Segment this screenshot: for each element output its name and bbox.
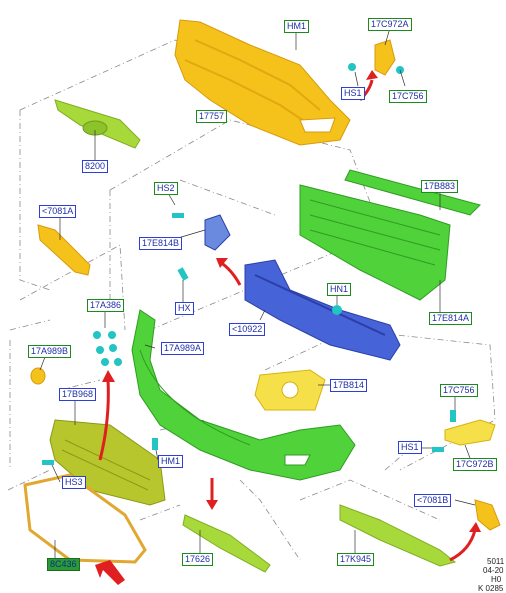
callout-hs1-top[interactable]: HS1 [341, 87, 365, 100]
callout-17e814b[interactable]: 17E814B [139, 237, 183, 250]
green-energy-absorber [299, 169, 481, 301]
callout-17757[interactable]: 17757 [196, 110, 228, 123]
callout-17c756-top[interactable]: 17C756 [389, 90, 427, 103]
yellow-bracket-right [432, 410, 496, 452]
callout-hs3[interactable]: HS3 [62, 476, 86, 489]
red-arrow-beam [219, 260, 242, 286]
callout-17c756-right[interactable]: 17C756 [440, 384, 478, 397]
fastener-hx [177, 267, 189, 281]
red-arrow-gasket [95, 560, 125, 585]
callout-hs1-right[interactable]: HS1 [398, 441, 422, 454]
callout-hm1-top[interactable]: HM1 [284, 20, 310, 33]
fastener-hn1 [332, 305, 342, 315]
callout-10922[interactable]: <10922 [229, 323, 266, 336]
lower-bumper-cover [131, 309, 356, 481]
callout-17b814[interactable]: 17B814 [330, 379, 368, 392]
lower-grille [49, 419, 166, 506]
leader-lines [39, 27, 476, 558]
callout-17626[interactable]: 17626 [182, 553, 214, 566]
yellow-bracket-center [254, 369, 326, 411]
callout-hx[interactable]: HX [175, 302, 194, 315]
footer-line-3: H0 [491, 575, 502, 584]
callout-8200[interactable]: 8200 [82, 160, 109, 173]
red-arrow-grille [98, 379, 110, 461]
callout-8c436[interactable]: 8C436 [47, 558, 80, 571]
lower-strip-green [339, 504, 457, 567]
lower-strip-lime [182, 514, 271, 573]
callout-17b883[interactable]: 17B883 [421, 180, 459, 193]
red-arrow-right-head [469, 522, 481, 532]
yellow-bracket-left [37, 224, 91, 276]
fastener-hs3 [42, 460, 54, 465]
callout-17a989a[interactable]: 17A989A [161, 342, 205, 355]
footer-line-2: 04-20 [483, 566, 504, 575]
callout-hn1[interactable]: HN1 [327, 283, 352, 296]
callout-17b968[interactable]: 17B968 [59, 388, 97, 401]
blue-reinforcement-beam [244, 259, 401, 361]
red-arrow-down-head [206, 500, 218, 510]
callout-hs2[interactable]: HS2 [154, 182, 178, 195]
fastener-group [93, 331, 122, 366]
callout-17a386[interactable]: 17A386 [87, 299, 125, 312]
red-arrow-right [449, 529, 477, 562]
yellow-clip [30, 367, 46, 385]
callout-7081a[interactable]: <7081A [39, 205, 77, 218]
yellow-bracket-top [348, 39, 404, 76]
upper-bumper-cover [174, 19, 351, 146]
yellow-bracket-lower-right [474, 499, 501, 531]
lime-grille-strip [54, 99, 141, 149]
callout-17c972b[interactable]: 17C972B [453, 458, 497, 471]
red-arrow-grille-head [102, 370, 115, 382]
blue-bracket [172, 213, 231, 251]
footer-line-1: 5011 [487, 557, 505, 566]
callout-7081b[interactable]: <7081B [414, 494, 452, 507]
red-arrow-beam-head [216, 258, 228, 268]
callout-hm1-mid[interactable]: HM1 [158, 455, 184, 468]
callout-17c972a[interactable]: 17C972A [368, 18, 412, 31]
footer-line-4: K 0285 [478, 584, 504, 593]
callout-17e814a[interactable]: 17E814A [429, 312, 473, 325]
fastener-hm1-mid [152, 438, 158, 450]
callout-17a989b[interactable]: 17A989B [28, 345, 72, 358]
callout-17k945[interactable]: 17K945 [337, 553, 375, 566]
red-arrow-top-head [366, 70, 378, 80]
